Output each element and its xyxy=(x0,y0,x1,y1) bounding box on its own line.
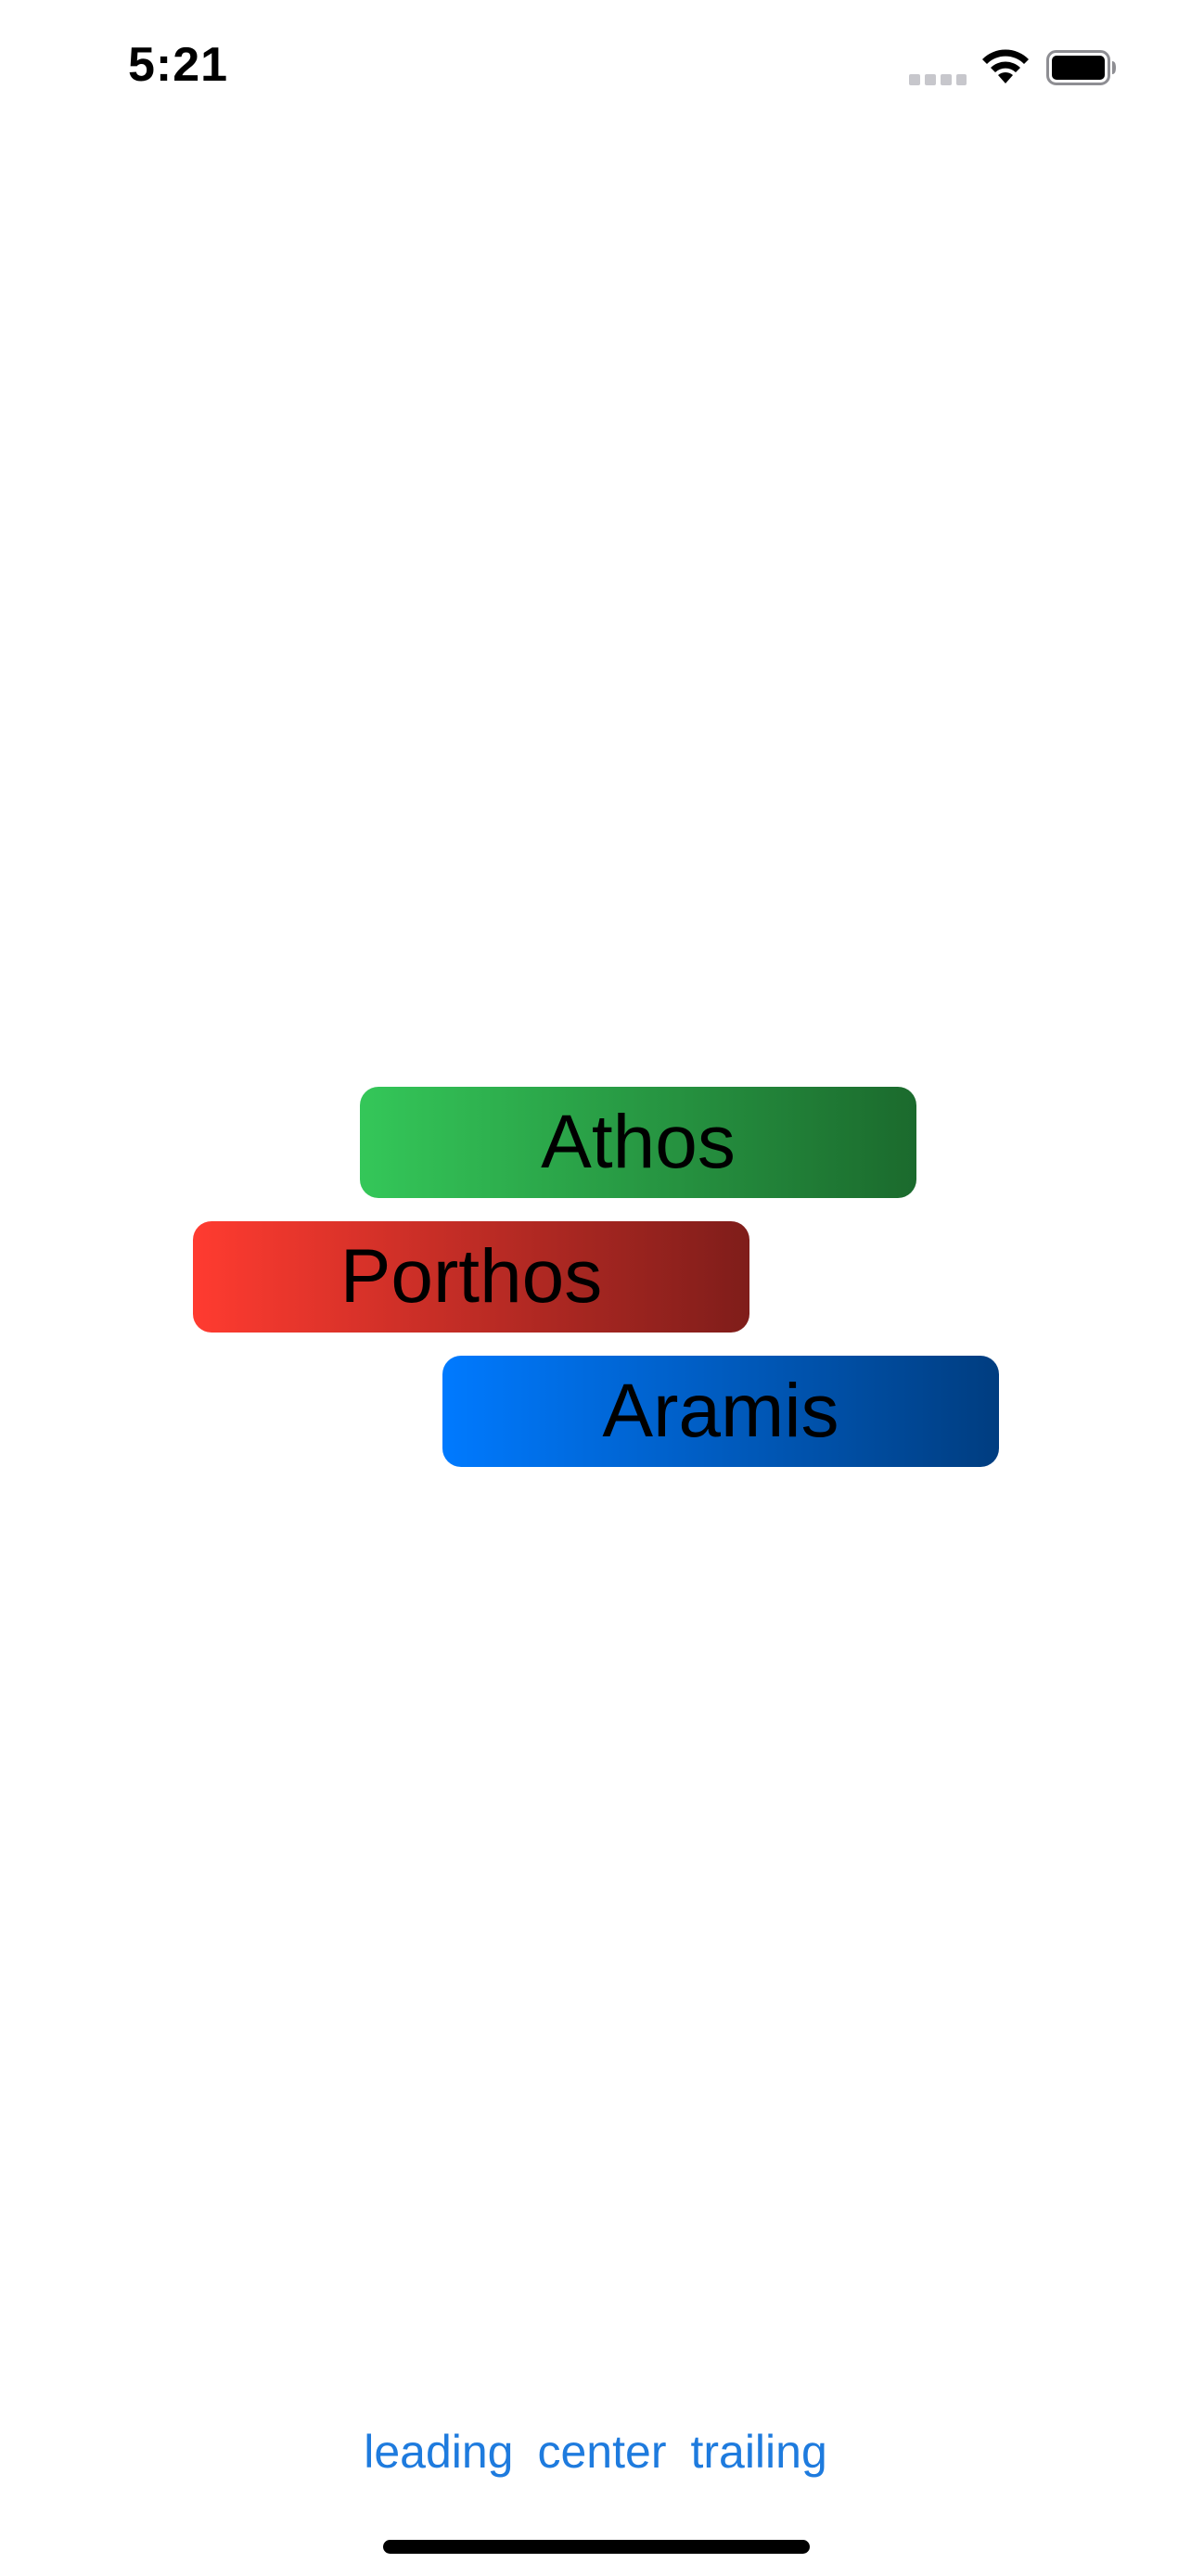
trailing-button[interactable]: trailing xyxy=(690,2426,827,2478)
wifi-icon xyxy=(982,49,1029,83)
home-indicator[interactable] xyxy=(383,2540,810,2554)
leading-button[interactable]: leading xyxy=(364,2426,514,2478)
porthos-label: Porthos xyxy=(193,1221,749,1333)
battery-icon xyxy=(1046,50,1116,85)
center-button[interactable]: center xyxy=(537,2426,667,2478)
athos-label: Athos xyxy=(360,1087,916,1198)
alignment-controls: leading center trailing xyxy=(0,2425,1191,2479)
status-time: 5:21 xyxy=(128,38,229,92)
aramis-label: Aramis xyxy=(442,1356,999,1467)
cellular-signal-icon xyxy=(909,74,967,85)
